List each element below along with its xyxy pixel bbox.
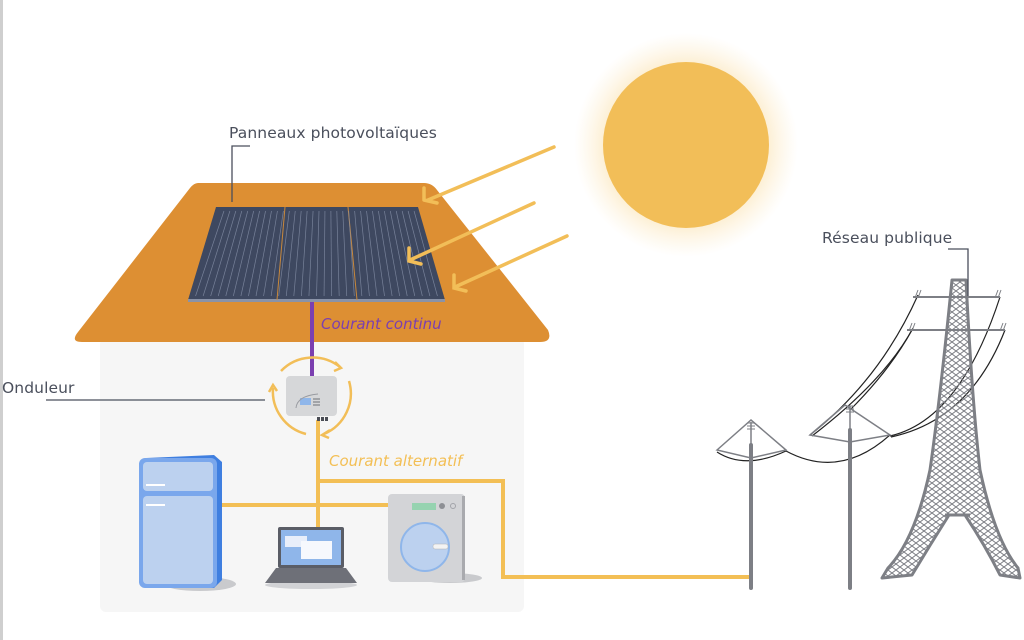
panel-cell-stripe [384,210,400,297]
panel-cell-stripe [389,210,408,297]
panel-cell-stripe [308,210,314,297]
panels-leader-line [231,145,250,202]
panel-cell-stripe [225,210,249,297]
panel-cell-stripe [323,210,326,297]
panel-cell-stripe [263,210,278,297]
inverter-label: Onduleur [2,379,75,397]
panel-cell-stripe [342,210,348,297]
panel-cell-stripe [195,210,225,297]
panel-cell-stripe [316,210,320,297]
washing-machine-icon [388,494,482,583]
ac-wires [222,420,750,579]
panel-cell-stripe [336,210,340,297]
power-pylon-icon [880,278,1022,580]
panel-cell-stripe [217,210,243,297]
panels-label: Panneaux photovoltaïques [229,124,437,142]
panel-cell-stripe [366,210,378,297]
sunlight-arrows [407,145,569,293]
panel-cell-stripe [360,210,370,297]
panel-cell-stripe [407,210,431,297]
panel-cell-stripe [354,210,363,297]
panel-cell-stripe [270,210,284,297]
utility-pole-icon [808,404,892,590]
panel-cell-stripe [278,210,290,297]
utility-pole-icon [715,419,788,590]
panel-cell-stripe [372,210,385,297]
panel-cell-stripe [285,210,296,297]
panel-cell-stripe [378,210,393,297]
laptop-icon [265,527,357,589]
solar-panel-icon [188,206,445,302]
inverter-cycle-arrows [267,356,353,440]
grid-label: Réseau publique [822,229,953,247]
panel-cell-stripe [248,210,266,297]
panel-cell-stripe [293,210,302,297]
left-edge-divider [0,0,3,640]
panel-cell-stripe [210,210,237,297]
panel-cell-stripe [202,210,231,297]
grid-leader-line [948,248,969,296]
panel-cell-stripe [401,210,423,297]
panel-cell-stripe [301,210,308,297]
dc-current-label: Courant continu [321,315,442,333]
panel-cell-stripe [240,210,260,297]
sun-icon [574,33,798,257]
panel-cell-stripe [255,210,272,297]
panel-cell-stripe [233,210,254,297]
fridge-icon [139,455,236,591]
panel-cell-stripe [348,210,355,297]
panel-cell-stripe [395,210,416,297]
panel-cell-stripe [330,210,332,297]
inverter-icon [286,376,337,421]
ac-current-label: Courant alternatif [329,452,463,470]
